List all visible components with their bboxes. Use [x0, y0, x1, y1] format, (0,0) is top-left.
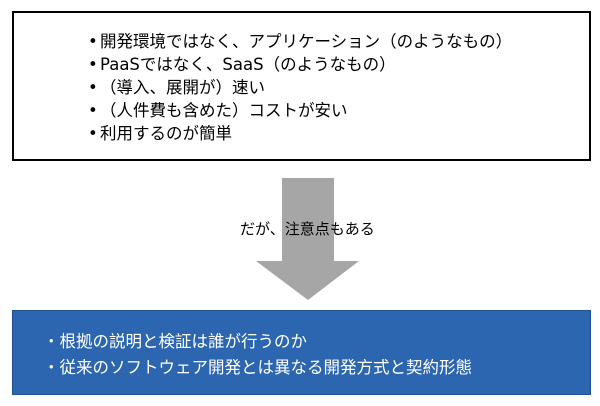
list-item: •（導入、展開が）速い — [88, 78, 265, 97]
list-item: •PaaSではなく、SaaS（のようなもの） — [88, 55, 396, 74]
list-item: •利用するのが簡単 — [88, 124, 232, 143]
list-item: •（人件費も含めた）コストが安い — [88, 101, 348, 120]
transition-label: だが、注意点もある — [240, 220, 375, 238]
list-item: ・根拠の説明と検証は誰が行うのか — [43, 332, 307, 351]
advantages-box: •開発環境ではなく、アプリケーション（のようなもの） •PaaSではなく、Saa… — [12, 11, 591, 161]
down-arrow-shape — [256, 178, 359, 300]
cautions-list: ・根拠の説明と検証は誰が行うのか ・従来のソフトウェア開発とは異なる開発方式と契… — [43, 329, 472, 381]
cautions-box: ・根拠の説明と検証は誰が行うのか ・従来のソフトウェア開発とは異なる開発方式と契… — [12, 310, 591, 395]
advantages-list: •開発環境ではなく、アプリケーション（のようなもの） •PaaSではなく、Saa… — [88, 30, 512, 145]
list-item: ・従来のソフトウェア開発とは異なる開発方式と契約形態 — [43, 358, 472, 377]
list-item: •開発環境ではなく、アプリケーション（のようなもの） — [88, 32, 513, 51]
